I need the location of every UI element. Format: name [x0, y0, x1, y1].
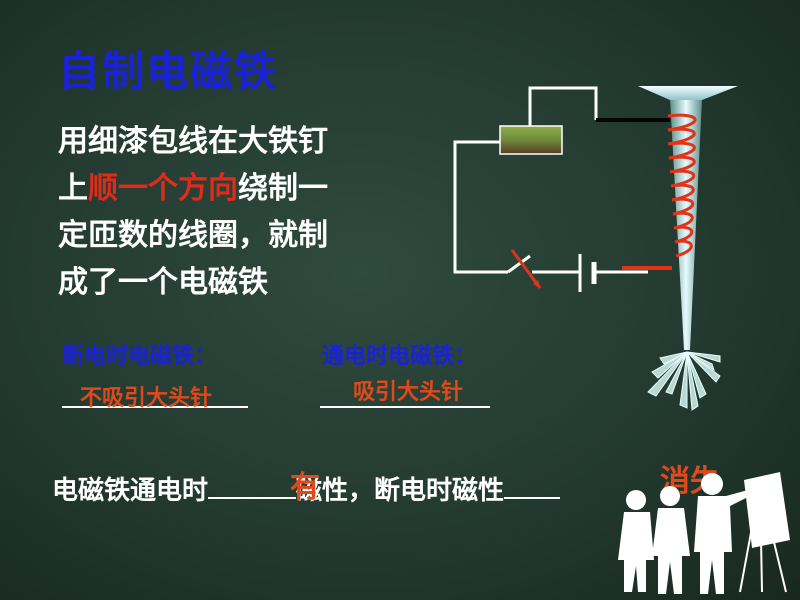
off-answer-line — [62, 406, 248, 408]
description-line: 定匝数的线圈，就制 — [58, 212, 438, 259]
blank-lost — [504, 497, 561, 499]
description-line: 用细漆包线在大铁钉 — [58, 118, 438, 165]
summary-part2: 磁性，断电时磁性 — [296, 476, 505, 506]
summary-part1: 电磁铁通电时 — [52, 476, 209, 506]
on-answer: 吸引大头针 — [353, 380, 464, 405]
battery-symbol-icon — [578, 254, 597, 292]
answer-has: 有 — [290, 470, 320, 505]
battery-icon — [499, 125, 563, 155]
summary-sentence: 电磁铁通电时 磁性，断电时磁性 — [52, 470, 561, 507]
description-segment: 用细漆包线在大铁钉 — [58, 124, 328, 159]
on-state-label: 通电时电磁铁： — [322, 344, 477, 369]
description-segment: 定匝数的线圈，就制 — [58, 218, 328, 253]
description-line: 上顺一个方向绕制一 — [58, 165, 438, 212]
slide-title: 自制电磁铁 — [58, 47, 279, 96]
blank-has — [208, 497, 297, 499]
description-text: 用细漆包线在大铁钉上顺一个方向绕制一定匝数的线圈，就制成了一个电磁铁 — [58, 118, 438, 306]
nail-head — [638, 86, 738, 100]
presenters-silhouette-icon — [618, 472, 790, 594]
description-segment: 绕制一 — [238, 171, 328, 206]
off-state-label: 断电时电磁铁： — [62, 344, 217, 369]
description-line: 成了一个电磁铁 — [58, 259, 438, 306]
highlighted-text: 顺一个方向 — [88, 171, 238, 206]
circuit-wires — [453, 86, 648, 274]
coil-icon — [667, 113, 697, 258]
on-answer-line — [320, 406, 490, 408]
description-segment: 成了一个电磁铁 — [58, 265, 268, 300]
pins-icon — [647, 351, 721, 411]
description-segment: 上 — [58, 171, 88, 206]
off-answer: 不吸引大头针 — [80, 386, 213, 411]
switch-icon — [507, 249, 542, 289]
